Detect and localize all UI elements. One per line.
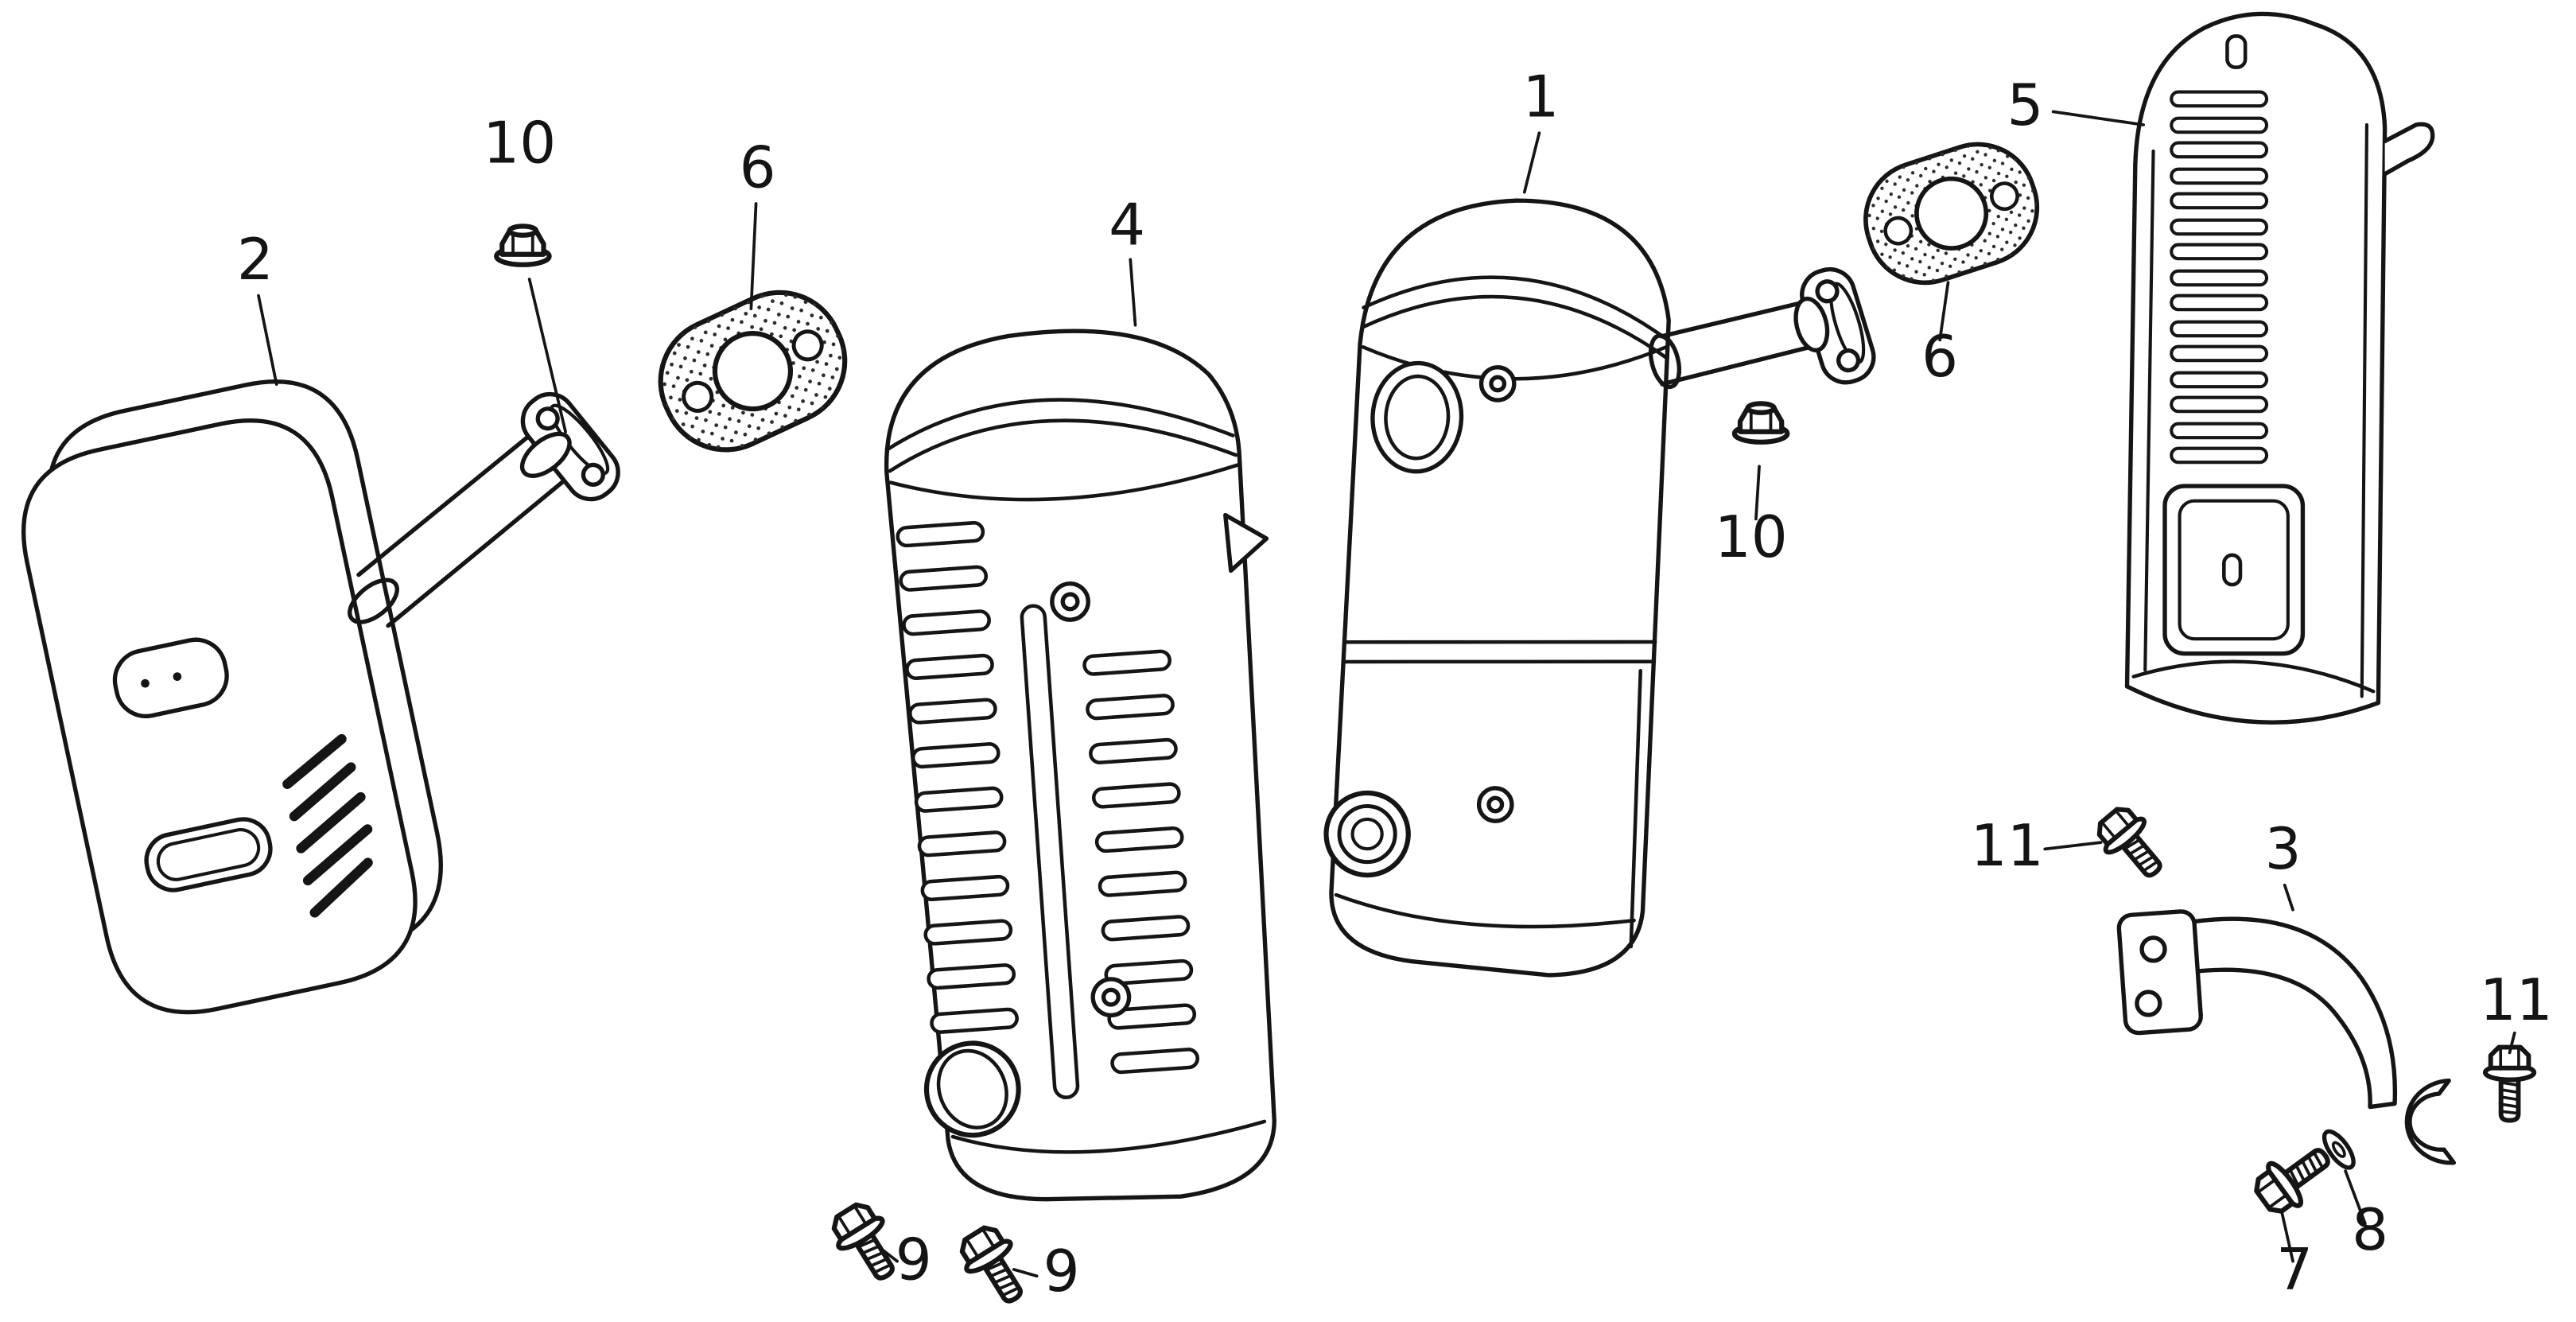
part-4-center-slot [1020,604,1080,1099]
washer-8 [2322,1129,2356,1170]
bolt-9-right [953,1220,1036,1312]
callout-4: 4 [1109,192,1145,259]
callout-3: 3 [2265,816,2302,883]
part-1-lower-port [1323,790,1411,878]
part-1-dome-band [1360,275,1670,360]
part-1-mid-seam [1341,640,1657,664]
callout-6-right: 6 [1921,324,1958,391]
part-4-protector [884,329,1276,1202]
part-5-inner-edges [2143,122,2369,698]
part-2-muffler [21,379,443,1015]
part-2-nameplate [112,637,229,719]
part-1-muffler [1323,198,1876,978]
callout-9-right: 9 [1043,1238,1080,1305]
part-1-bottom-rim [1334,892,1636,929]
callout-5: 5 [2007,72,2044,139]
part-4-bottom-rim [950,1119,1267,1154]
part-2-outlet [144,817,273,892]
part-5-cover [2124,11,2435,725]
part-3-plate [2116,909,2203,1036]
callout-11-right: 11 [2480,967,2553,1034]
callout-10-right: 10 [1715,504,1788,571]
callout-6-left: 6 [740,134,776,201]
callout-8: 8 [2352,1197,2388,1264]
part-1-pipe [1659,299,1811,387]
part-1-side-strip [1629,668,1643,949]
part-2-vent-lines [282,733,373,918]
leader-lines [257,110,2516,1278]
nut-10-right [1735,403,1787,441]
callout-11-left: 11 [1971,813,2044,880]
callout-9-left: 9 [896,1227,932,1293]
part-3-bracket [2116,909,2457,1165]
bolt-11-right [2485,1048,2534,1121]
part-5-trough [2131,659,2376,694]
callout-1: 1 [1522,64,1559,131]
callout-2: 2 [237,227,274,294]
part-5-hook [2382,122,2435,177]
gasket-6-right [1851,130,2052,297]
part-2-pipe [348,391,620,628]
part-5-top-hole [2225,34,2248,69]
callout-7: 7 [2276,1237,2313,1304]
part-3-strap [2182,916,2398,1110]
part-3-foot [2404,1078,2457,1165]
part-5-louvers [2171,92,2267,463]
part-4-rim [888,463,1241,502]
callout-labels: 2 10 6 4 1 6 10 5 11 3 11 7 8 9 9 [237,64,2553,1305]
callout-10-left: 10 [483,110,556,177]
nut-10-left [496,226,549,264]
part-4-dome-band [884,398,1238,473]
part-5-panel-hole [2222,553,2243,587]
part-4-tab [1223,512,1269,574]
part-1-flange [1800,266,1876,385]
bolt-11-left [2090,800,2174,888]
